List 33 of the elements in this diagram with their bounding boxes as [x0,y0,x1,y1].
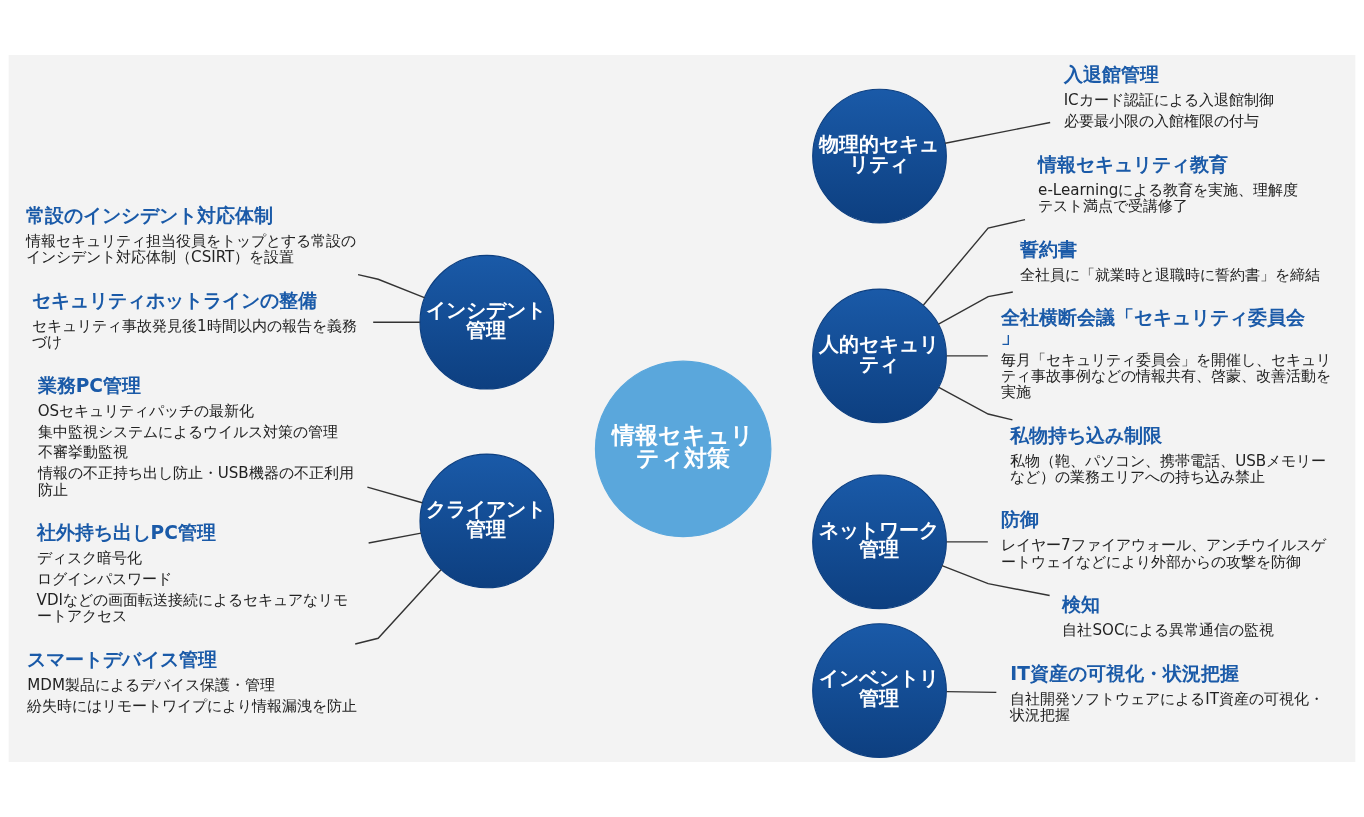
node-text: 検知 自社SOCによる異常通信の監視 [1062,594,1275,640]
connector [372,321,421,323]
node-text: セキュリティホットラインの整備 セキュリティ事故発見後1時間以内の報告を義務づけ [31,289,357,352]
connector [366,486,423,504]
connector [945,541,989,543]
node-text: 誓約書 全社員に「就業時と退職時に誓約書」を締結 [1019,238,1320,284]
connector [922,218,1026,306]
connector [367,532,422,544]
node-text: IT資産の可視化・状況把握 自社開発ソフトウェアによるIT資産の可視化・状況把握 [1010,662,1324,725]
node-text: 情報セキュリティ教育 e-Learningによる教育を実施、理解度テスト満点で受講修了 [1038,153,1299,216]
node-text: 全社横断会議「セキュリティ委員会」 毎月「セキュリティ委員会」を開催し、セキュリティ事故事例などの情報共有、啓蒙、改善活動を実施 [1000,307,1331,402]
node-circle: インシデント管理 [419,254,555,390]
connector [941,564,1051,597]
connector [354,568,442,645]
node-circle: クライアント管理 [419,453,555,589]
node-circle: 情報セキュリティ対策 [594,360,772,538]
connector [945,355,989,357]
node-text: 社外持ち出しPC管理 ディスク暗号化 ログインパスワード VDIなどの画面転送接続によるセキュアなリモートアクセス [36,522,348,626]
node-circle: インベントリ管理 [812,623,947,758]
node-text: 入退館管理 ICカード認証による入退館制御 必要最小限の入館権限の付与 [1063,64,1274,131]
node-circle: 物理的セキュリティ [812,88,947,224]
connector [937,291,1014,325]
connector [938,386,1014,421]
node-circle: 人的セキュリティ [812,288,947,424]
connector [357,273,426,299]
node-text: 常設のインシデント対応体制 情報セキュリティ担当役員をトップとする常設のインシデント対応体制（CSIRT）を設置 [26,205,357,267]
node-text: 業務PC管理 OSセキュリティパッチの最新化 集中監視システムによるウイルス対策の管理 不審挙動監視 情報の不正持ち出し防止・USB機器の不正利用防止 [37,374,354,499]
connector [945,690,998,694]
node-text: 私物持ち込み制限 私物（鞄、パソコン、携帯電話、USBメモリーなど）の業務エリアへの持ち込み禁止 [1010,424,1327,486]
node-text: 防御 レイヤー7ファイアウォール、アンチウイルスゲートウェイなどにより外部からの攻撃を防御 [1000,509,1326,571]
node-circle: ネットワーク管理 [812,474,947,610]
connector [944,121,1051,144]
node-text: スマートデバイス管理 MDM製品によるデバイス保護・管理 紛失時にはリモートワイプにより情報漏洩を防止 [27,648,358,715]
